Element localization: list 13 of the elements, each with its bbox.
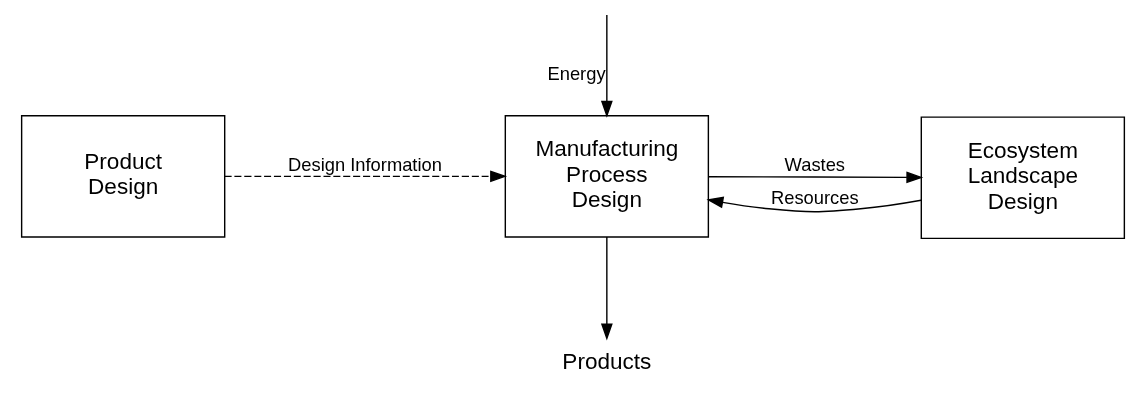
arrow [600,14,613,118]
arrow [705,196,922,213]
node-box: Ecosystem Landscape Design [920,116,1125,240]
node-box: Manufacturing Process Design [504,115,709,238]
arrow [707,171,923,184]
node-box: Product Design [20,115,225,238]
node-text: Products [561,349,651,375]
arrow [223,170,507,183]
edge-label: Resources [770,186,859,208]
edge-label: Wastes [784,154,845,176]
arrow [600,236,613,341]
edge-label: Design Information [287,154,442,176]
edge-label: Energy [546,62,606,84]
